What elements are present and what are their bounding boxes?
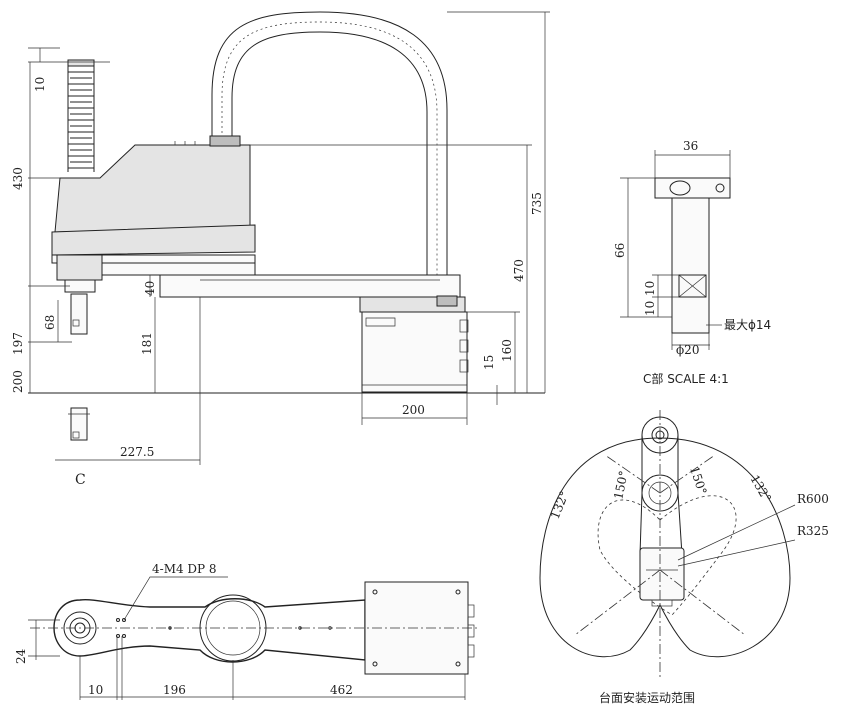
base-body xyxy=(361,311,468,393)
radius-outer: R600 xyxy=(797,492,829,506)
detail-dia-20: ϕ20 xyxy=(676,343,699,357)
cable-hose-outer xyxy=(211,11,448,300)
cable-hose-inner xyxy=(231,31,428,300)
top-dim-196: 196 xyxy=(163,683,186,697)
head-top-block xyxy=(209,135,241,147)
dim-197: 197 xyxy=(11,332,25,355)
dim-160: 160 xyxy=(500,339,514,362)
detail-dim-36: 36 xyxy=(683,139,698,153)
head-connectors xyxy=(174,141,196,145)
dim-200-base: 200 xyxy=(402,403,425,417)
dim-735: 735 xyxy=(530,192,544,215)
motion-caption: 台面安装运动范围 xyxy=(599,690,695,705)
detail-dim-10a: 10 xyxy=(643,281,657,296)
z-axis-bellows xyxy=(67,59,95,172)
detail-c: 36 66 10 10 最大ϕ14 ϕ20 C部 SCALE 4:1 xyxy=(613,139,771,386)
range-outer-boundary xyxy=(539,437,791,658)
motion-range: 132° 150° 150° 132° R600 R325 台面安装运动范围 xyxy=(539,410,829,705)
cable-hose-ribs xyxy=(221,21,438,298)
detail-c-top-block xyxy=(654,177,731,199)
head-cover xyxy=(54,144,251,233)
dim-200-left: 200 xyxy=(11,370,25,393)
joint-1 xyxy=(63,611,97,645)
dim-40: 40 xyxy=(143,281,157,296)
label-c: C xyxy=(75,472,86,488)
detail-dim-10b: 10 xyxy=(643,301,657,316)
dim-430: 430 xyxy=(11,167,25,190)
dim-68: 68 xyxy=(43,315,57,330)
detail-caption: C部 SCALE 4:1 xyxy=(643,371,729,386)
range-inner-boundary xyxy=(597,495,737,616)
tool-view-c xyxy=(68,407,90,441)
angle-left-inner: 150° xyxy=(611,469,631,500)
dim-15: 15 xyxy=(482,355,496,370)
arm-outline xyxy=(53,598,366,663)
shaft-housing xyxy=(56,254,103,281)
detail-max-dia: 最大ϕ14 xyxy=(724,318,771,332)
cable-terminal xyxy=(436,295,458,307)
dim-10-top: 10 xyxy=(33,77,47,92)
top-dim-10: 10 xyxy=(88,683,103,697)
dim-181: 181 xyxy=(140,332,154,355)
top-view: 4-M4 DP 8 24 10 196 462 xyxy=(14,562,480,700)
lower-arm xyxy=(159,274,461,298)
upper-arm xyxy=(51,224,256,256)
angle-left-outer: 132° xyxy=(548,489,572,521)
angle-right-outer: 132° xyxy=(747,473,774,505)
dim-470: 470 xyxy=(512,259,526,282)
angle-right-inner: 150° xyxy=(687,465,709,497)
tap-note: 4-M4 DP 8 xyxy=(152,562,217,576)
top-dim-24: 24 xyxy=(14,648,28,664)
dim-227-5: 227.5 xyxy=(120,445,154,459)
side-view: 10 430 40 68 197 181 200 227.5 200 735 4… xyxy=(11,11,550,488)
top-dim-462: 462 xyxy=(330,683,353,697)
radius-inner: R325 xyxy=(797,524,829,538)
lower-arm-plate xyxy=(89,262,256,276)
detail-c-body xyxy=(671,197,710,334)
tool-flange xyxy=(70,293,88,335)
detail-dim-66: 66 xyxy=(613,243,627,258)
